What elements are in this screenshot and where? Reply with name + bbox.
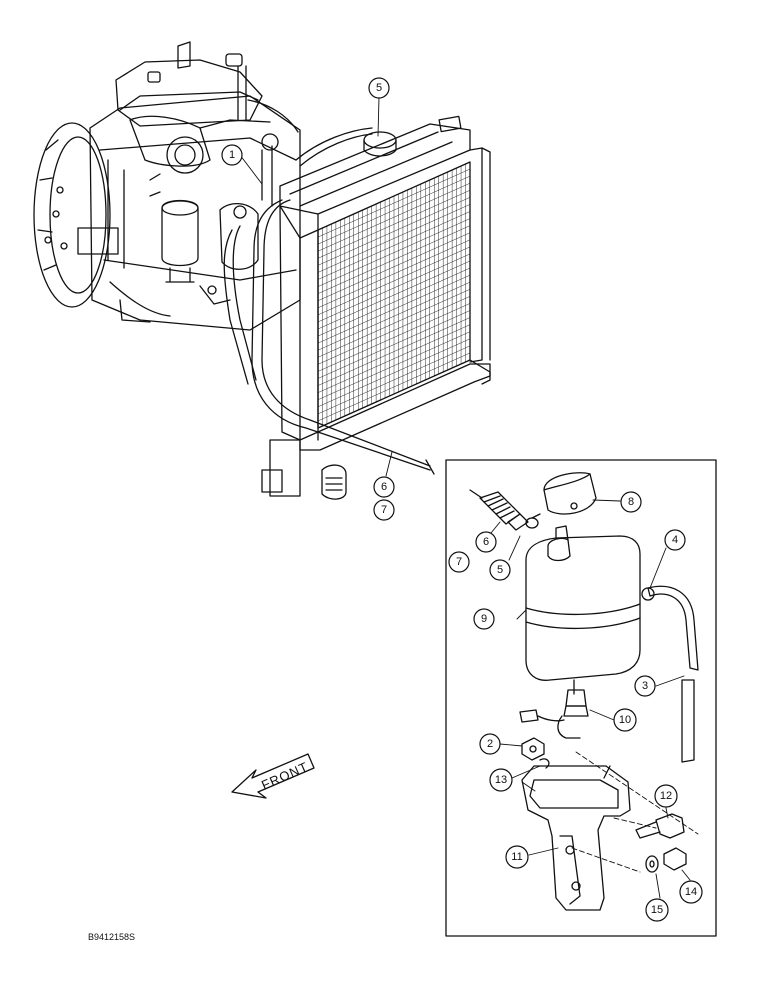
callout-label: 14 (685, 886, 697, 898)
mesh-line (317, 324, 471, 393)
callout-label: 4 (672, 534, 678, 546)
callout-label: 9 (481, 613, 487, 625)
callout-label: 1 (229, 149, 235, 161)
callout-label: 10 (619, 714, 631, 726)
bolt (635, 813, 685, 839)
engine-illustration (33, 41, 301, 331)
radiator-illustration (223, 115, 491, 500)
mesh-line (317, 310, 471, 379)
overflow-hose-fitting (469, 489, 529, 531)
mesh-line (317, 218, 471, 287)
coolant-reservoir (525, 525, 641, 695)
callout-6-top: 6 (373, 476, 395, 498)
callout-7-box: 7 (448, 551, 470, 573)
mesh-line (317, 197, 471, 266)
mesh-line (317, 232, 471, 301)
callout-label: 3 (642, 680, 648, 692)
mesh-line (317, 260, 471, 330)
leader-lines (239, 96, 699, 899)
mesh-line (317, 267, 471, 337)
mesh-line (317, 281, 471, 351)
callout-9: 9 (473, 608, 495, 630)
mesh-line (317, 352, 471, 422)
callout-label: 6 (483, 536, 489, 548)
callout-10: 10 (613, 708, 637, 732)
mesh-line (317, 303, 471, 372)
mesh-line (317, 168, 471, 238)
callout-label: 8 (628, 496, 634, 508)
callout-label: 6 (381, 481, 387, 493)
callout-15: 15 (645, 898, 669, 922)
mesh-line (317, 204, 471, 273)
mesh-line (317, 289, 471, 358)
callout-label: 11 (511, 851, 522, 863)
callout-6-box: 6 (475, 531, 497, 553)
callout-label: 2 (487, 738, 493, 750)
nut-and-washer (521, 737, 550, 769)
callout-7-top: 7 (373, 499, 395, 521)
callout-label: 12 (660, 790, 672, 802)
mesh-line (317, 175, 471, 245)
mesh-line (317, 239, 471, 309)
exploded-view-frame (445, 459, 717, 937)
document-id: B9412158S (88, 932, 136, 942)
mesh-line (317, 331, 471, 400)
mesh-line (317, 253, 471, 323)
callout-5-top: 5 (368, 77, 390, 99)
callout-14: 14 (679, 880, 703, 904)
nut-washer-lower (645, 847, 687, 873)
mesh-line (317, 182, 471, 252)
mounting-bracket (521, 765, 631, 911)
callout-11: 11 (505, 845, 529, 869)
callout-1: 1 (221, 144, 243, 166)
callout-label: 7 (381, 504, 387, 516)
level-sensor (519, 689, 589, 739)
callout-label: 15 (651, 904, 663, 916)
callout-4: 4 (664, 529, 686, 551)
callout-3: 3 (634, 675, 656, 697)
mesh-line (317, 211, 471, 280)
hose-clamp-upper (525, 513, 541, 529)
mesh-line (317, 274, 471, 344)
callout-13: 13 (489, 768, 513, 792)
mesh-line (317, 225, 471, 294)
callout-label: 5 (497, 564, 503, 576)
mesh-line (317, 345, 471, 415)
callout-group: 1 5 6 7 8 6 7 5 4 9 3 10 2 13 12 11 14 1… (221, 77, 703, 922)
front-direction-arrow (231, 753, 315, 799)
callout-label: 7 (456, 556, 462, 568)
mesh-line (317, 190, 471, 259)
callout-5-box: 5 (489, 559, 511, 581)
callout-label: 13 (495, 774, 507, 786)
mesh-line (317, 296, 471, 365)
callout-2: 2 (479, 733, 501, 755)
callout-label: 5 (376, 82, 382, 94)
vent-hose (641, 585, 699, 763)
mesh-line (317, 246, 471, 316)
radiator-core-mesh (317, 163, 471, 427)
callout-8: 8 (620, 491, 642, 513)
mesh-line (317, 317, 471, 386)
callout-12: 12 (654, 784, 678, 808)
mesh-line (317, 338, 471, 408)
reservoir-cap (543, 472, 597, 515)
